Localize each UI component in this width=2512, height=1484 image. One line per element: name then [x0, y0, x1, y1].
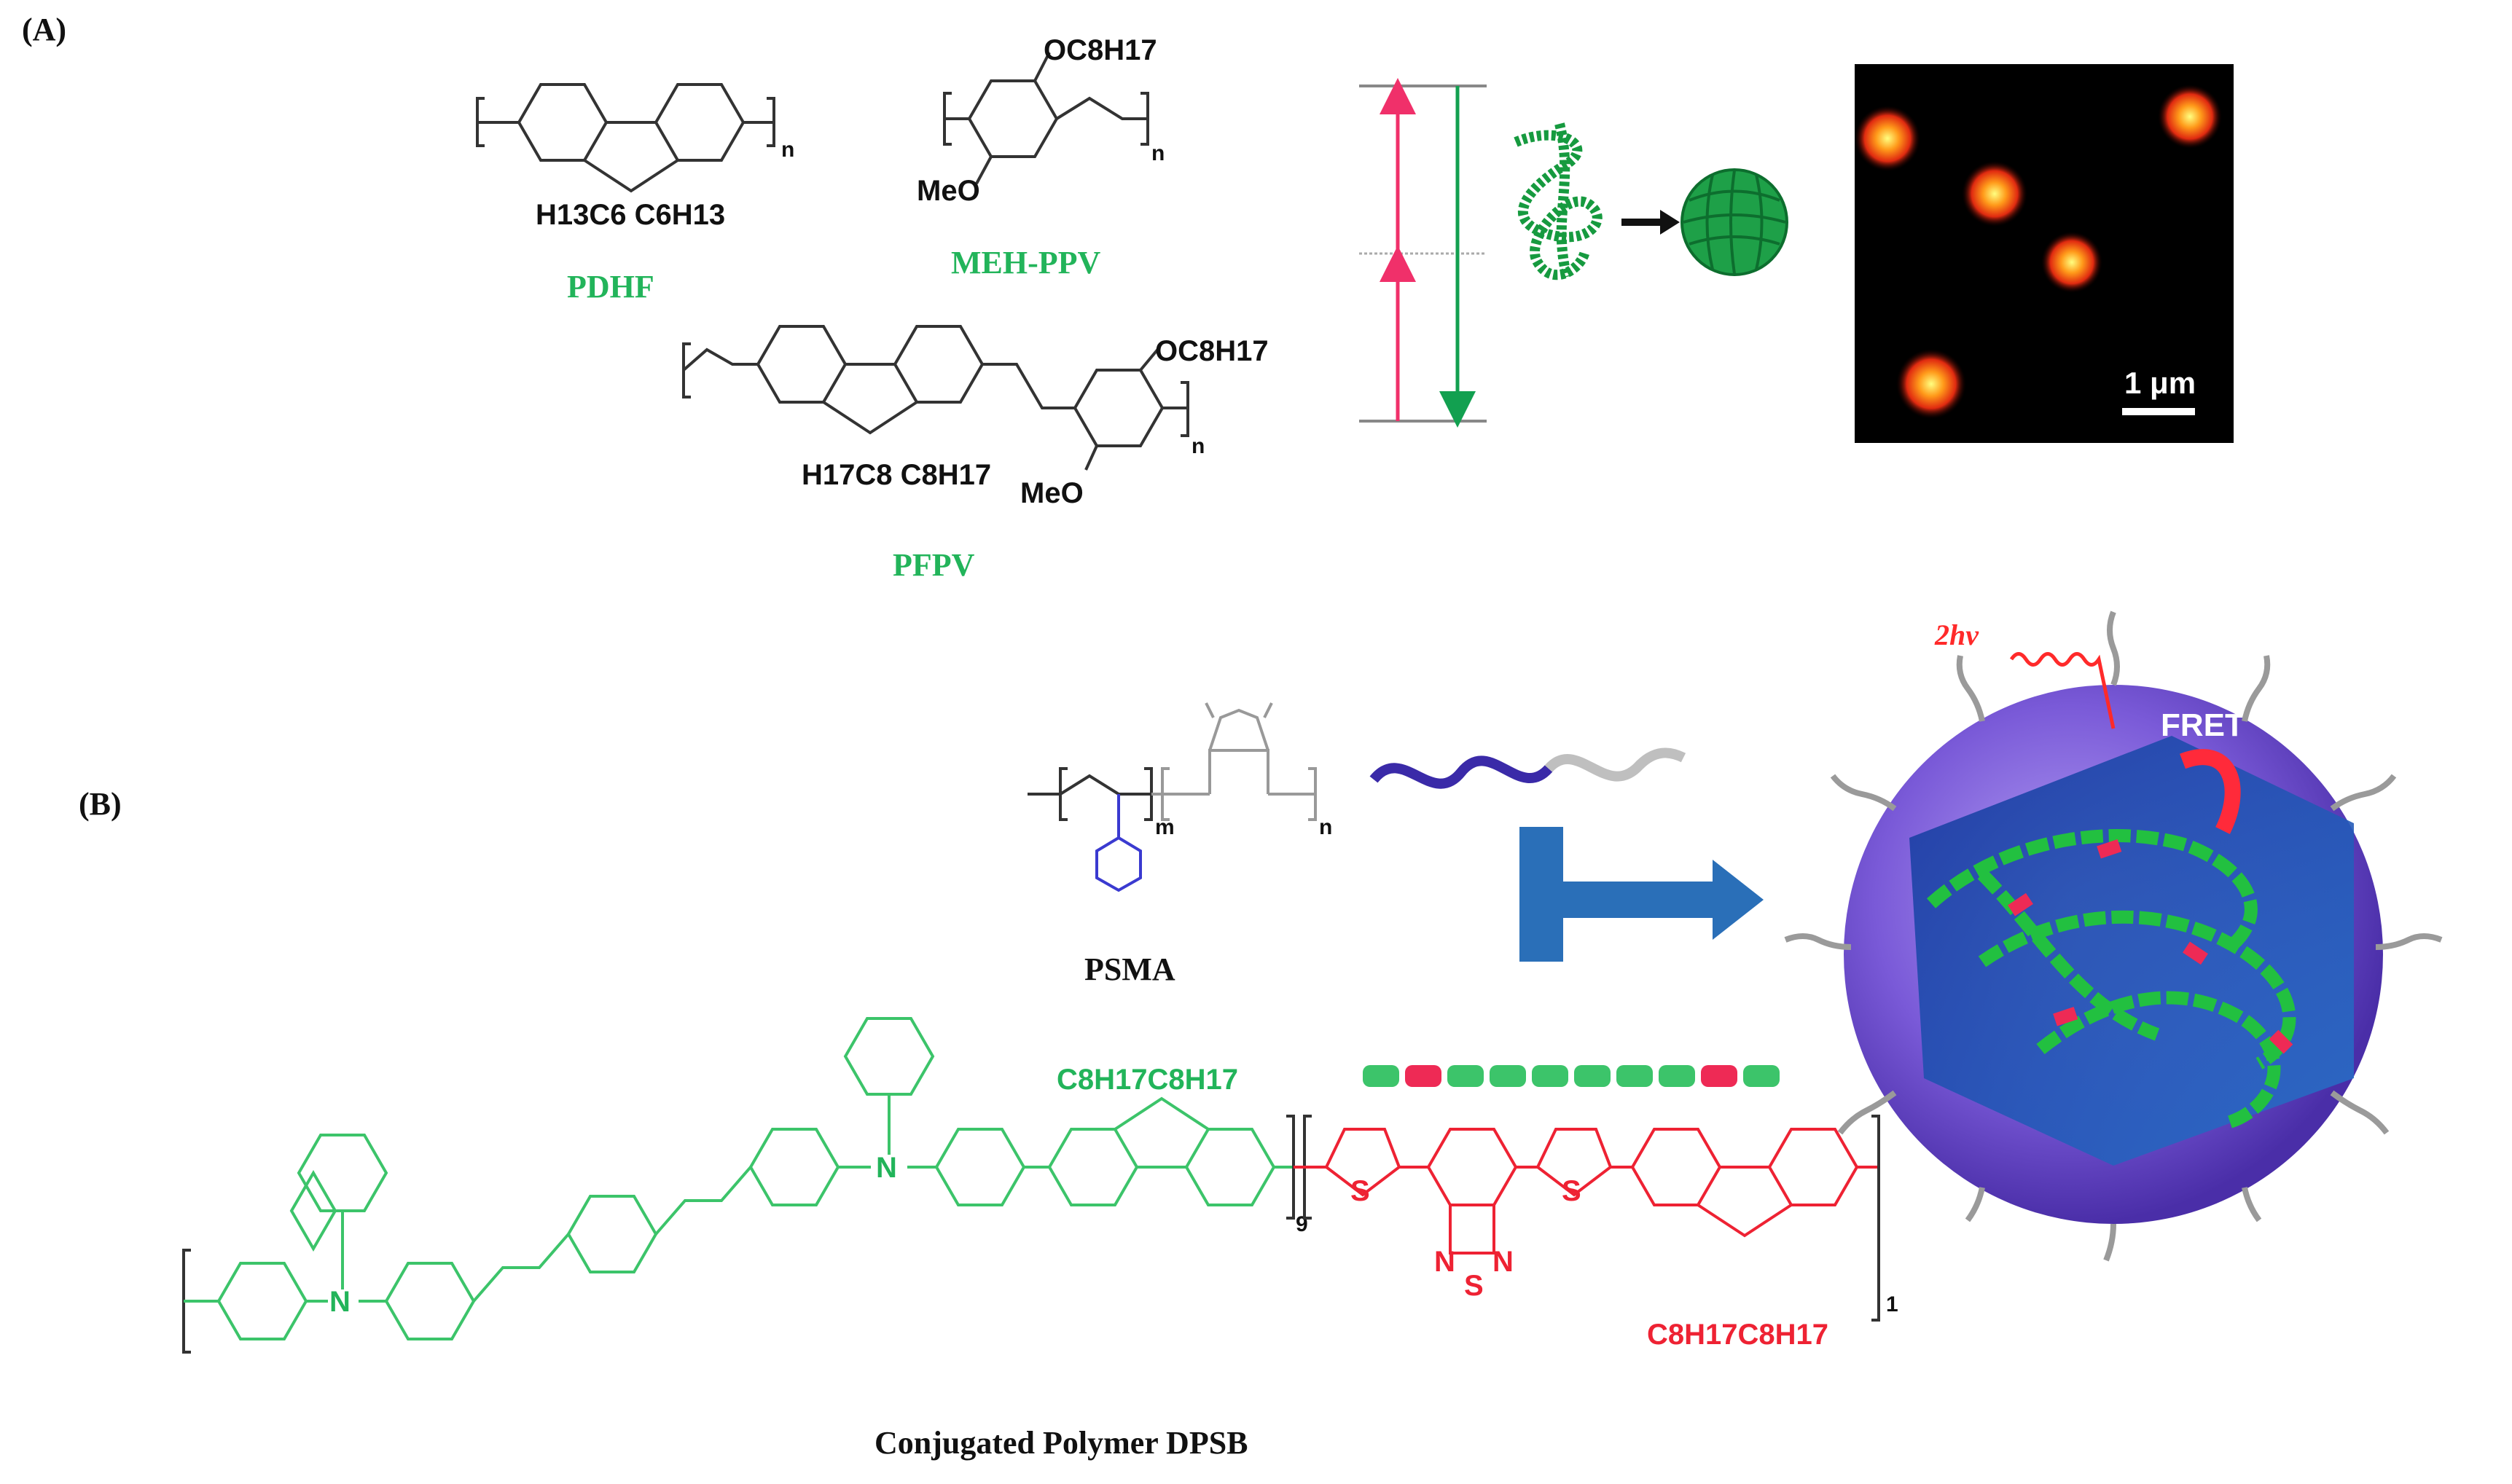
- dpsb-n-atom-2: N: [876, 1152, 897, 1184]
- dpsb-bead-chain: [1363, 1065, 1780, 1087]
- mixing-arrow: [1519, 827, 1764, 962]
- surface-ligands: [1784, 611, 2443, 1262]
- fluorescent-dot: [1896, 349, 1966, 419]
- dpsb-repeat-donor: 9: [1296, 1212, 1308, 1236]
- meh-ppv-substituent-top: OC8H17: [1044, 34, 1157, 66]
- pfpv-substituent-top: OC8H17: [1155, 335, 1269, 367]
- fluorescent-dot: [2158, 85, 2222, 149]
- nanoparticle-sphere: FRET 2hv: [1784, 611, 2443, 1262]
- pfpv-substituent-bottom: MeO: [1020, 477, 1084, 509]
- pdhf-structure: n H13C6 C6H13: [476, 83, 794, 231]
- dpsb-repeat-acceptor: 1: [1886, 1292, 1898, 1316]
- energy-level-diagram: [1359, 78, 1487, 428]
- psma-structure: m n: [1028, 702, 1332, 892]
- psma-repeat-m: m: [1155, 815, 1175, 839]
- polymer-chains-inside: [1926, 829, 2296, 1128]
- psma-repeat-n: n: [1319, 815, 1332, 839]
- meh-ppv-name: MEH-PPV: [951, 245, 1101, 280]
- dpsb-acceptor-sidechain: C8H17C8H17: [1647, 1319, 1828, 1351]
- collapse-arrowhead: [1660, 210, 1680, 235]
- fluorescent-dot: [1962, 161, 2027, 227]
- pdhf-name: PDHF: [567, 269, 654, 305]
- dpsb-n-atom-3: N: [1434, 1246, 1455, 1278]
- psma-name: PSMA: [1084, 951, 1175, 987]
- meh-ppv-structure: n OC8H17 MeO: [917, 34, 1165, 207]
- dpsb-donor-sidechain: C8H17C8H17: [1057, 1064, 1238, 1096]
- dpsb-s-atom-1: S: [1350, 1175, 1370, 1207]
- psma-chain-icon: [1369, 755, 1553, 789]
- pfpv-repeat: n: [1192, 434, 1205, 458]
- pfpv-structure: n H17C8 C8H17 OC8H17 MeO: [682, 325, 1269, 509]
- pfpv-sidechain: H17C8 C8H17: [802, 459, 991, 491]
- two-photon-wave: [2009, 652, 2116, 729]
- pdhf-sidechain: H13C6 C6H13: [536, 199, 725, 231]
- scale-bar: [2122, 408, 2195, 415]
- fluorescence-micrograph: 1 μm: [1855, 64, 2234, 443]
- dpsb-n-atom-4: N: [1492, 1246, 1514, 1278]
- fret-label: FRET: [2161, 707, 2245, 743]
- fluorescent-dot: [1855, 106, 1920, 171]
- fret-arrow: [2180, 749, 2241, 834]
- dpsb-n-atom-1: N: [329, 1286, 351, 1318]
- sphere-cutaway: [1909, 736, 2354, 1166]
- scale-bar-label: 1 μm: [2124, 366, 2196, 400]
- dpsb-s-atom-2: S: [1562, 1175, 1581, 1207]
- psma-chain-tail: [1544, 747, 1686, 782]
- nanoparticle-icon: [1680, 168, 1788, 276]
- panel-label-a: (A): [22, 12, 66, 47]
- pfpv-name: PFPV: [893, 547, 975, 583]
- fluorescent-dot: [2041, 232, 2102, 293]
- two-photon-label: 2hv: [1934, 619, 1979, 651]
- polymer-chain-icon: [1514, 122, 1603, 280]
- panel-label-b: (B): [79, 786, 122, 822]
- dpsb-structure: N N C8H17C8H17 9 S S S N N C8H17C8H17 1: [182, 1017, 1898, 1354]
- dpsb-name: Conjugated Polymer DPSB: [874, 1425, 1248, 1461]
- pdhf-repeat: n: [781, 138, 794, 162]
- meh-ppv-repeat: n: [1151, 141, 1165, 165]
- dpsb-s-atom-3: S: [1464, 1270, 1484, 1302]
- meh-ppv-substituent-bottom: MeO: [917, 175, 980, 207]
